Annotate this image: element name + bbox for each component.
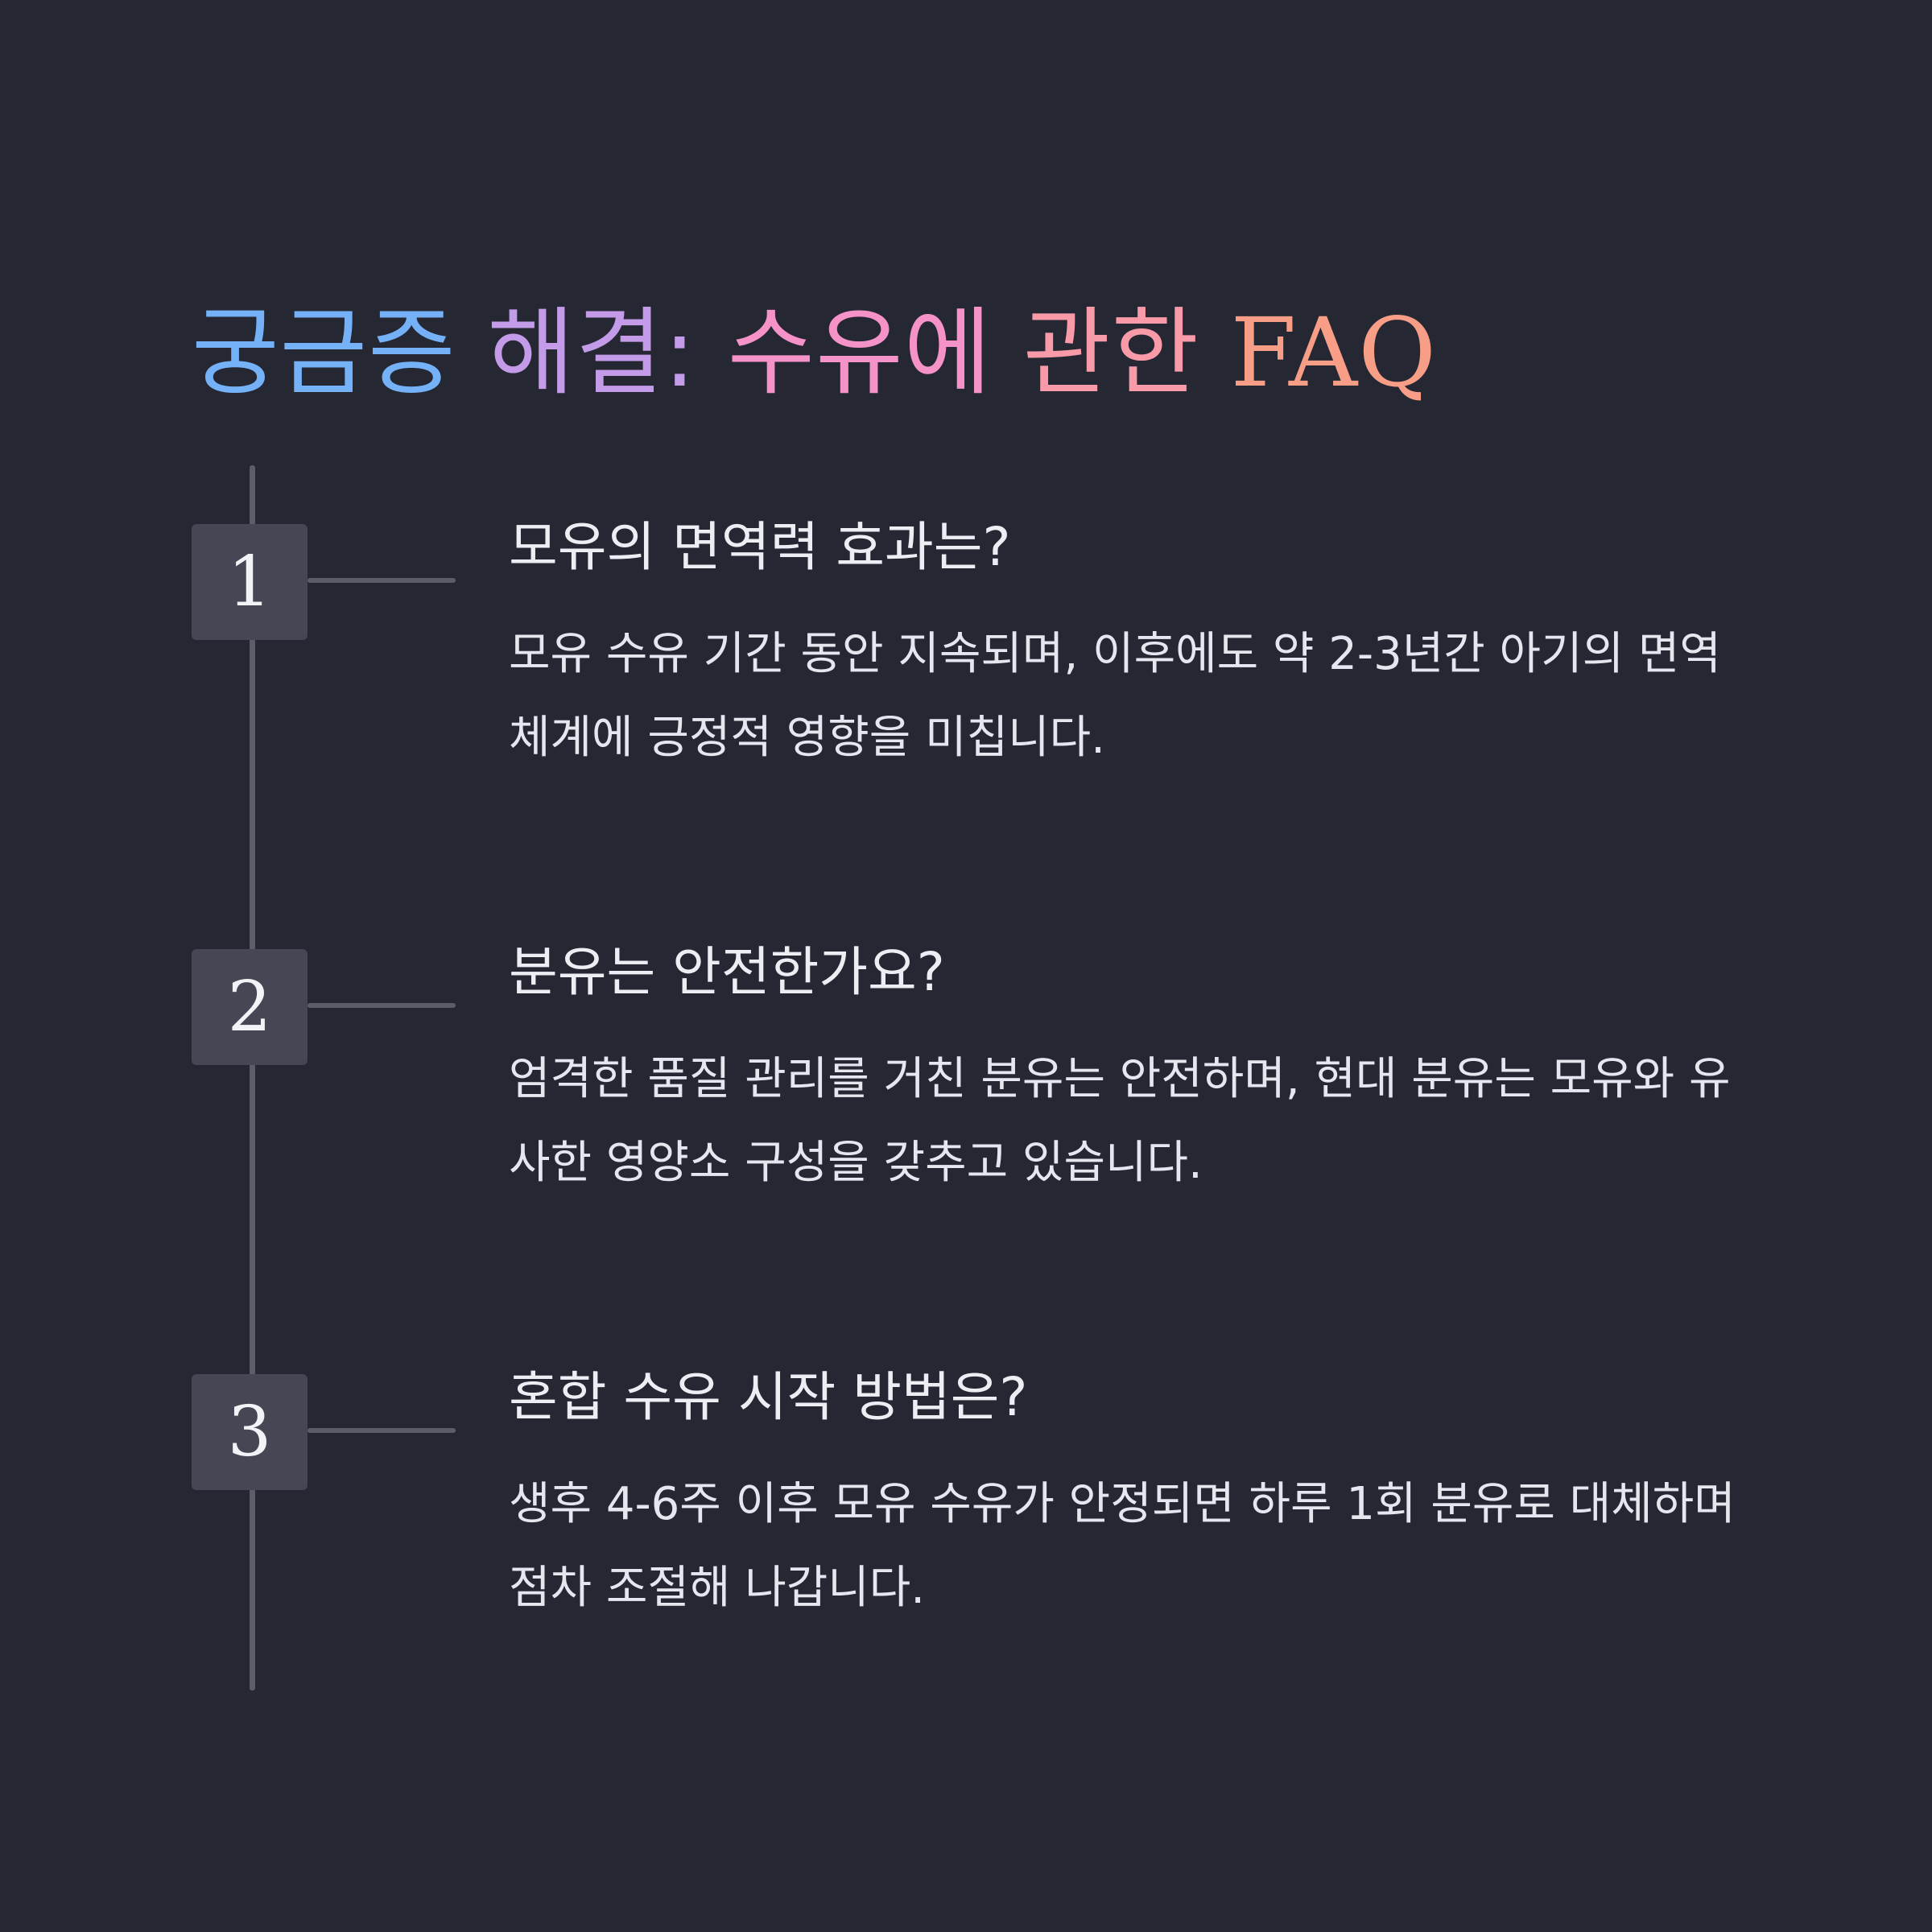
faq-question-1: 모유의 면역력 효과는?	[509, 516, 1011, 578]
timeline-line	[250, 465, 255, 1690]
step-badge-2: 2	[192, 949, 308, 1065]
title-segment-4: 관한	[1022, 297, 1231, 409]
faq-item-3: 혼합 수유 시작 방법은? 생후 4-6주 이후 모유 수유가 안정되면 하루 …	[509, 1365, 1765, 1630]
connector-3	[308, 1428, 456, 1433]
connector-2	[308, 1003, 456, 1008]
faq-answer-1: 모유 수유 기간 동안 지속되며, 이후에도 약 2-3년간 아기의 면역 체계…	[509, 628, 1721, 765]
connector-1	[308, 578, 456, 583]
page-title: 궁금증 해결: 수유에 관한 FAQ	[192, 300, 1437, 406]
faq-answer-3: 생후 4-6주 이후 모유 수유가 안정되면 하루 1회 분유로 대체하며 점차…	[509, 1478, 1736, 1615]
title-segment-2: 해결:	[487, 297, 728, 409]
faq-answer-2: 엄격한 품질 관리를 거친 분유는 안전하며, 현대 분유는 모유와 유사한 영…	[509, 1053, 1731, 1190]
faq-item-2: 분유는 안전한가요? 엄격한 품질 관리를 거친 분유는 안전하며, 현대 분유…	[509, 940, 1765, 1205]
faq-item-1: 모유의 면역력 효과는? 모유 수유 기간 동안 지속되며, 이후에도 약 2-…	[509, 515, 1765, 780]
step-badge-1: 1	[192, 524, 308, 640]
step-badge-3: 3	[192, 1374, 308, 1490]
title-segment-5: FAQ	[1230, 297, 1438, 409]
faq-question-2: 분유는 안전한가요?	[509, 941, 945, 1003]
faq-question-3: 혼합 수유 시작 방법은?	[509, 1366, 1028, 1428]
title-segment-1: 궁금증	[192, 297, 488, 409]
title-segment-3: 수유에	[727, 297, 1023, 409]
